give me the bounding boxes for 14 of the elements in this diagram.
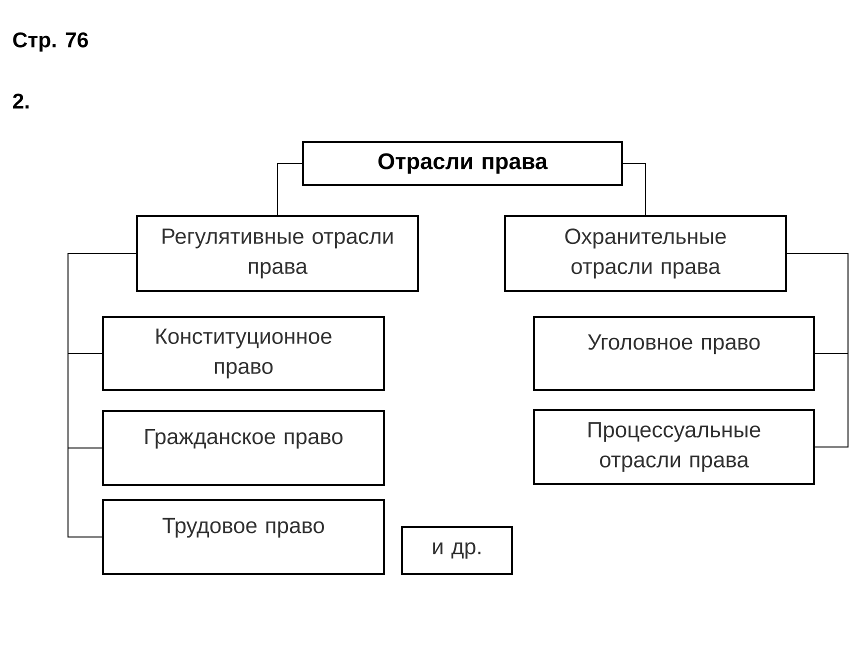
category-box: Гражданское право xyxy=(102,410,385,486)
connector-line xyxy=(277,163,302,216)
category-box: Регулятивные отрасли права xyxy=(136,215,419,292)
connector-line xyxy=(786,253,849,448)
category-box: Охранительные отрасли права xyxy=(504,215,787,292)
root-box: Отрасли права xyxy=(302,141,623,186)
category-box: Процессуальные отрасли права xyxy=(533,409,815,485)
category-box: Уголовное право xyxy=(533,316,815,391)
connector-line xyxy=(622,163,646,216)
page-heading: Стр. 76 xyxy=(13,32,88,52)
category-box: Трудовое право xyxy=(102,499,385,575)
category-box: Конституционное право xyxy=(102,316,385,391)
task-number: 2. xyxy=(13,94,29,108)
category-box: и др. xyxy=(401,526,513,575)
